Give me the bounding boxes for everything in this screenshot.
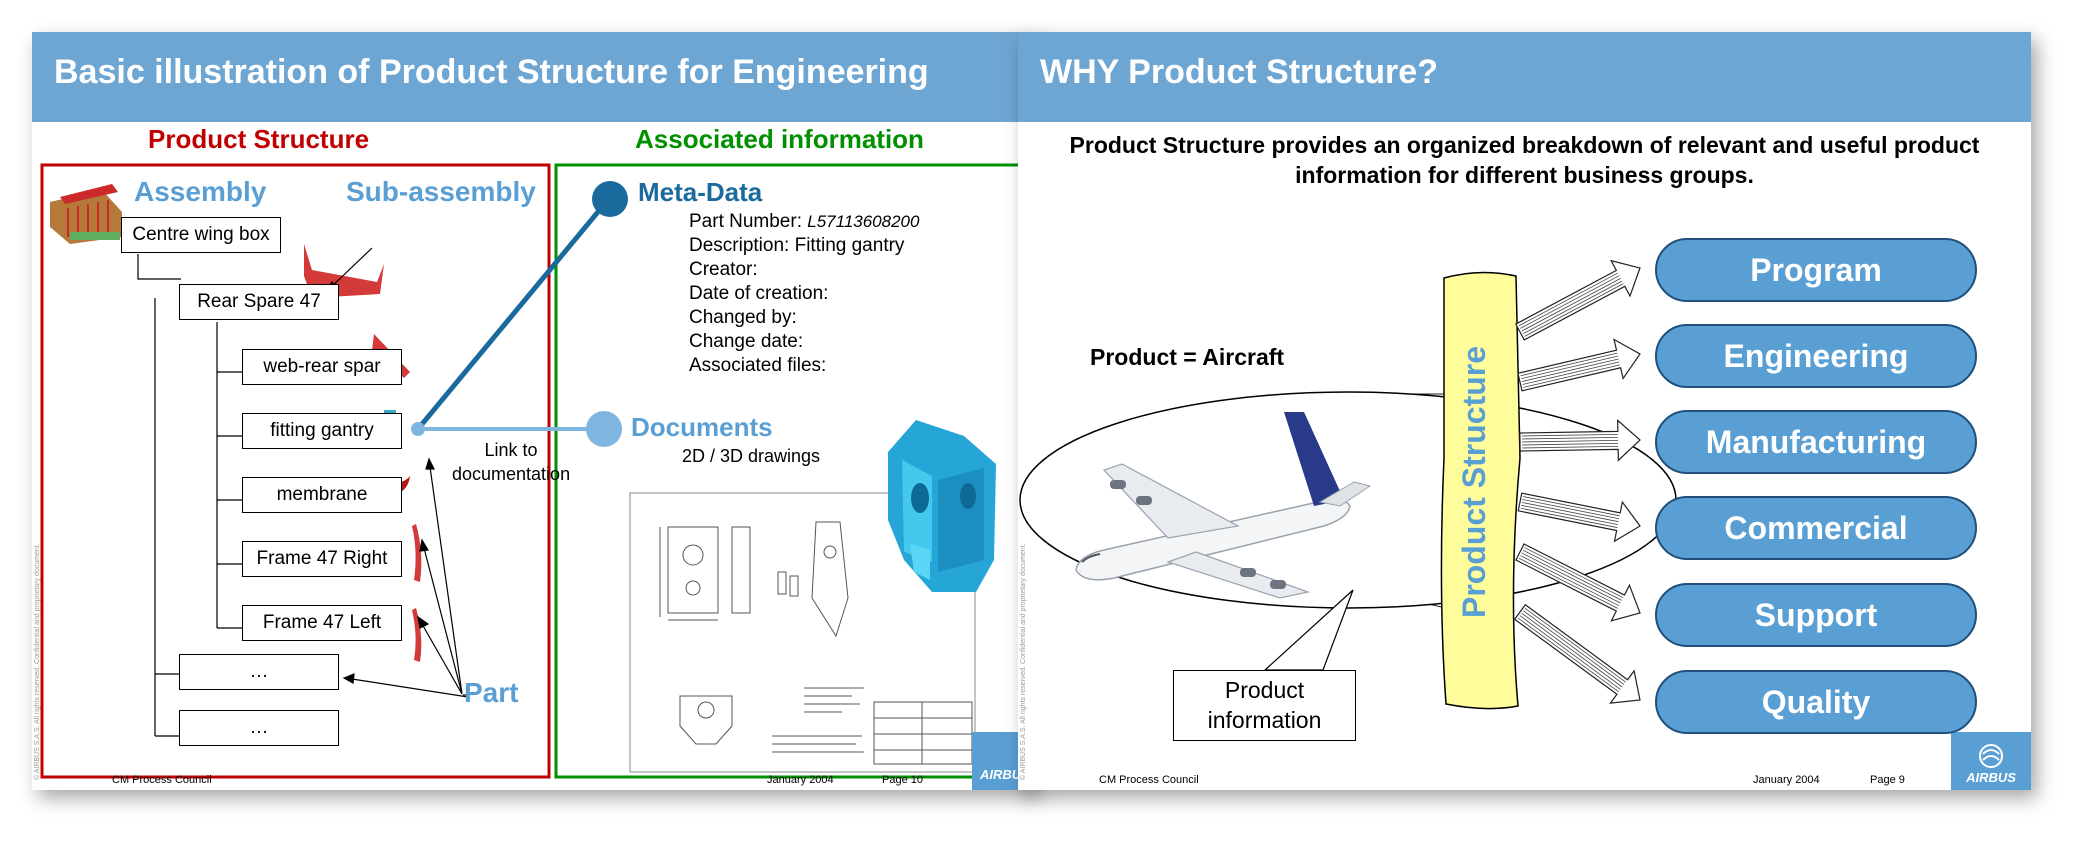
slide-product-structure-illustration: Basic illustration of Product Structure … bbox=[32, 32, 1032, 790]
description-row: Description: Fitting gantry bbox=[689, 235, 905, 256]
product-structure-banner bbox=[1440, 271, 1521, 710]
tree-node-membrane[interactable]: membrane bbox=[242, 477, 402, 513]
footer-council-right: CM Process Council bbox=[1099, 774, 1199, 786]
group-pill-program: Program bbox=[1655, 238, 1977, 302]
assembly-label: Assembly bbox=[134, 176, 267, 207]
documents-title: Documents bbox=[631, 412, 773, 442]
tree-node-ellipsis-1[interactable]: … bbox=[179, 654, 339, 690]
footer-page-right: Page 9 bbox=[1870, 774, 1905, 786]
right-copyright-notice: © AIRBUS S.A.S. All rights reserved. Con… bbox=[1020, 543, 1027, 780]
group-pill-engineering: Engineering bbox=[1655, 324, 1977, 388]
fitting-3d-model bbox=[888, 420, 996, 592]
product-information-box: Product information bbox=[1173, 670, 1356, 741]
left-copyright-notice: © AIRBUS S.A.S. All rights reserved. Con… bbox=[34, 543, 41, 780]
meta-data-title: Meta-Data bbox=[638, 177, 763, 207]
tree-node-rear-spare-47[interactable]: Rear Spare 47 bbox=[179, 284, 339, 320]
footer-date: January 2004 bbox=[767, 774, 834, 786]
part-label: Part bbox=[464, 677, 519, 708]
footer-council: CM Process Council bbox=[112, 774, 212, 786]
arrow-to-program bbox=[1514, 259, 1641, 341]
airbus-logo-mark bbox=[1979, 744, 2003, 768]
arrow-to-manufacturing bbox=[1519, 419, 1641, 462]
slide-title-right: WHY Product Structure? bbox=[1040, 53, 1438, 91]
meta-data-node bbox=[592, 181, 628, 217]
change-date-row: Change date: bbox=[689, 331, 804, 352]
frame-right-shape bbox=[412, 524, 422, 582]
product-structure-banner-label: Product Structure bbox=[1456, 345, 1492, 618]
footer-page: Page 10 bbox=[882, 774, 923, 786]
group-pill-manufacturing: Manufacturing bbox=[1655, 410, 1977, 474]
meta-data-fields: Part Number: L57113608200 Description: F… bbox=[689, 210, 919, 378]
right-logo-block bbox=[1951, 732, 2031, 790]
product-structure-heading: Product Structure bbox=[148, 124, 370, 154]
group-pill-support: Support bbox=[1655, 583, 1977, 647]
annotation-arrows bbox=[322, 247, 469, 698]
part-number-label: Part Number: bbox=[689, 211, 802, 232]
tree-node-frame-47-right[interactable]: Frame 47 Right bbox=[242, 541, 402, 577]
subassembly-label: Sub-assembly bbox=[346, 176, 536, 207]
product-structure-frame bbox=[40, 163, 551, 779]
tree-node-centre-wing-box[interactable]: Centre wing box bbox=[121, 217, 281, 253]
footer-date-right: January 2004 bbox=[1753, 774, 1820, 786]
fitting-gantry-link-node bbox=[411, 422, 425, 436]
slide-title: Basic illustration of Product Structure … bbox=[54, 53, 929, 91]
arrow-to-quality bbox=[1513, 603, 1641, 704]
frame-left-shape bbox=[412, 608, 422, 662]
date-of-creation-row: Date of creation: bbox=[689, 283, 829, 304]
meta-data-link-line bbox=[416, 199, 609, 431]
right-airbus-logo: AIRBUS bbox=[1966, 770, 2016, 785]
left-diagram-graphics bbox=[40, 163, 1032, 790]
tree-node-ellipsis-2[interactable]: … bbox=[179, 710, 339, 746]
part-number-value: L57113608200 bbox=[807, 212, 920, 231]
right-diagram-graphics bbox=[1019, 259, 2031, 790]
changed-by-row: Changed by: bbox=[689, 307, 797, 328]
group-pill-quality: Quality bbox=[1655, 670, 1977, 734]
title-bar: Basic illustration of Product Structure … bbox=[32, 32, 1032, 122]
left-airbus-logo: AIRBUS bbox=[980, 767, 1030, 782]
associated-files-row: Associated files: bbox=[689, 355, 827, 376]
title-bar-right: WHY Product Structure? bbox=[1018, 32, 2031, 122]
group-pill-commercial: Commercial bbox=[1655, 496, 1977, 560]
intro-statement: Product Structure provides an organized … bbox=[1069, 132, 1980, 188]
product-equals-aircraft: Product = Aircraft bbox=[1090, 344, 1285, 370]
creator-row: Creator: bbox=[689, 259, 758, 280]
tree-node-web-rear-spar[interactable]: web-rear spar bbox=[242, 349, 402, 385]
link-to-documentation-label: Link to documentation bbox=[452, 440, 571, 484]
assembly-thumbnail bbox=[50, 184, 122, 244]
tree-node-fitting-gantry[interactable]: fitting gantry bbox=[242, 413, 402, 449]
arrow-to-engineering bbox=[1517, 338, 1641, 392]
part-number-row: Part Number: L57113608200 bbox=[689, 210, 919, 234]
arrow-to-commercial bbox=[1517, 492, 1641, 543]
arrow-to-support bbox=[1515, 543, 1641, 622]
documents-node bbox=[586, 411, 622, 447]
group-arrows bbox=[1513, 259, 1641, 704]
aircraft-illustration bbox=[1075, 412, 1372, 599]
associated-info-heading: Associated information bbox=[635, 124, 924, 154]
documents-subtitle: 2D / 3D drawings bbox=[682, 446, 821, 466]
tree-node-frame-47-left[interactable]: Frame 47 Left bbox=[242, 605, 402, 641]
slide-why-product-structure: WHY Product Structure? bbox=[1018, 32, 2031, 790]
